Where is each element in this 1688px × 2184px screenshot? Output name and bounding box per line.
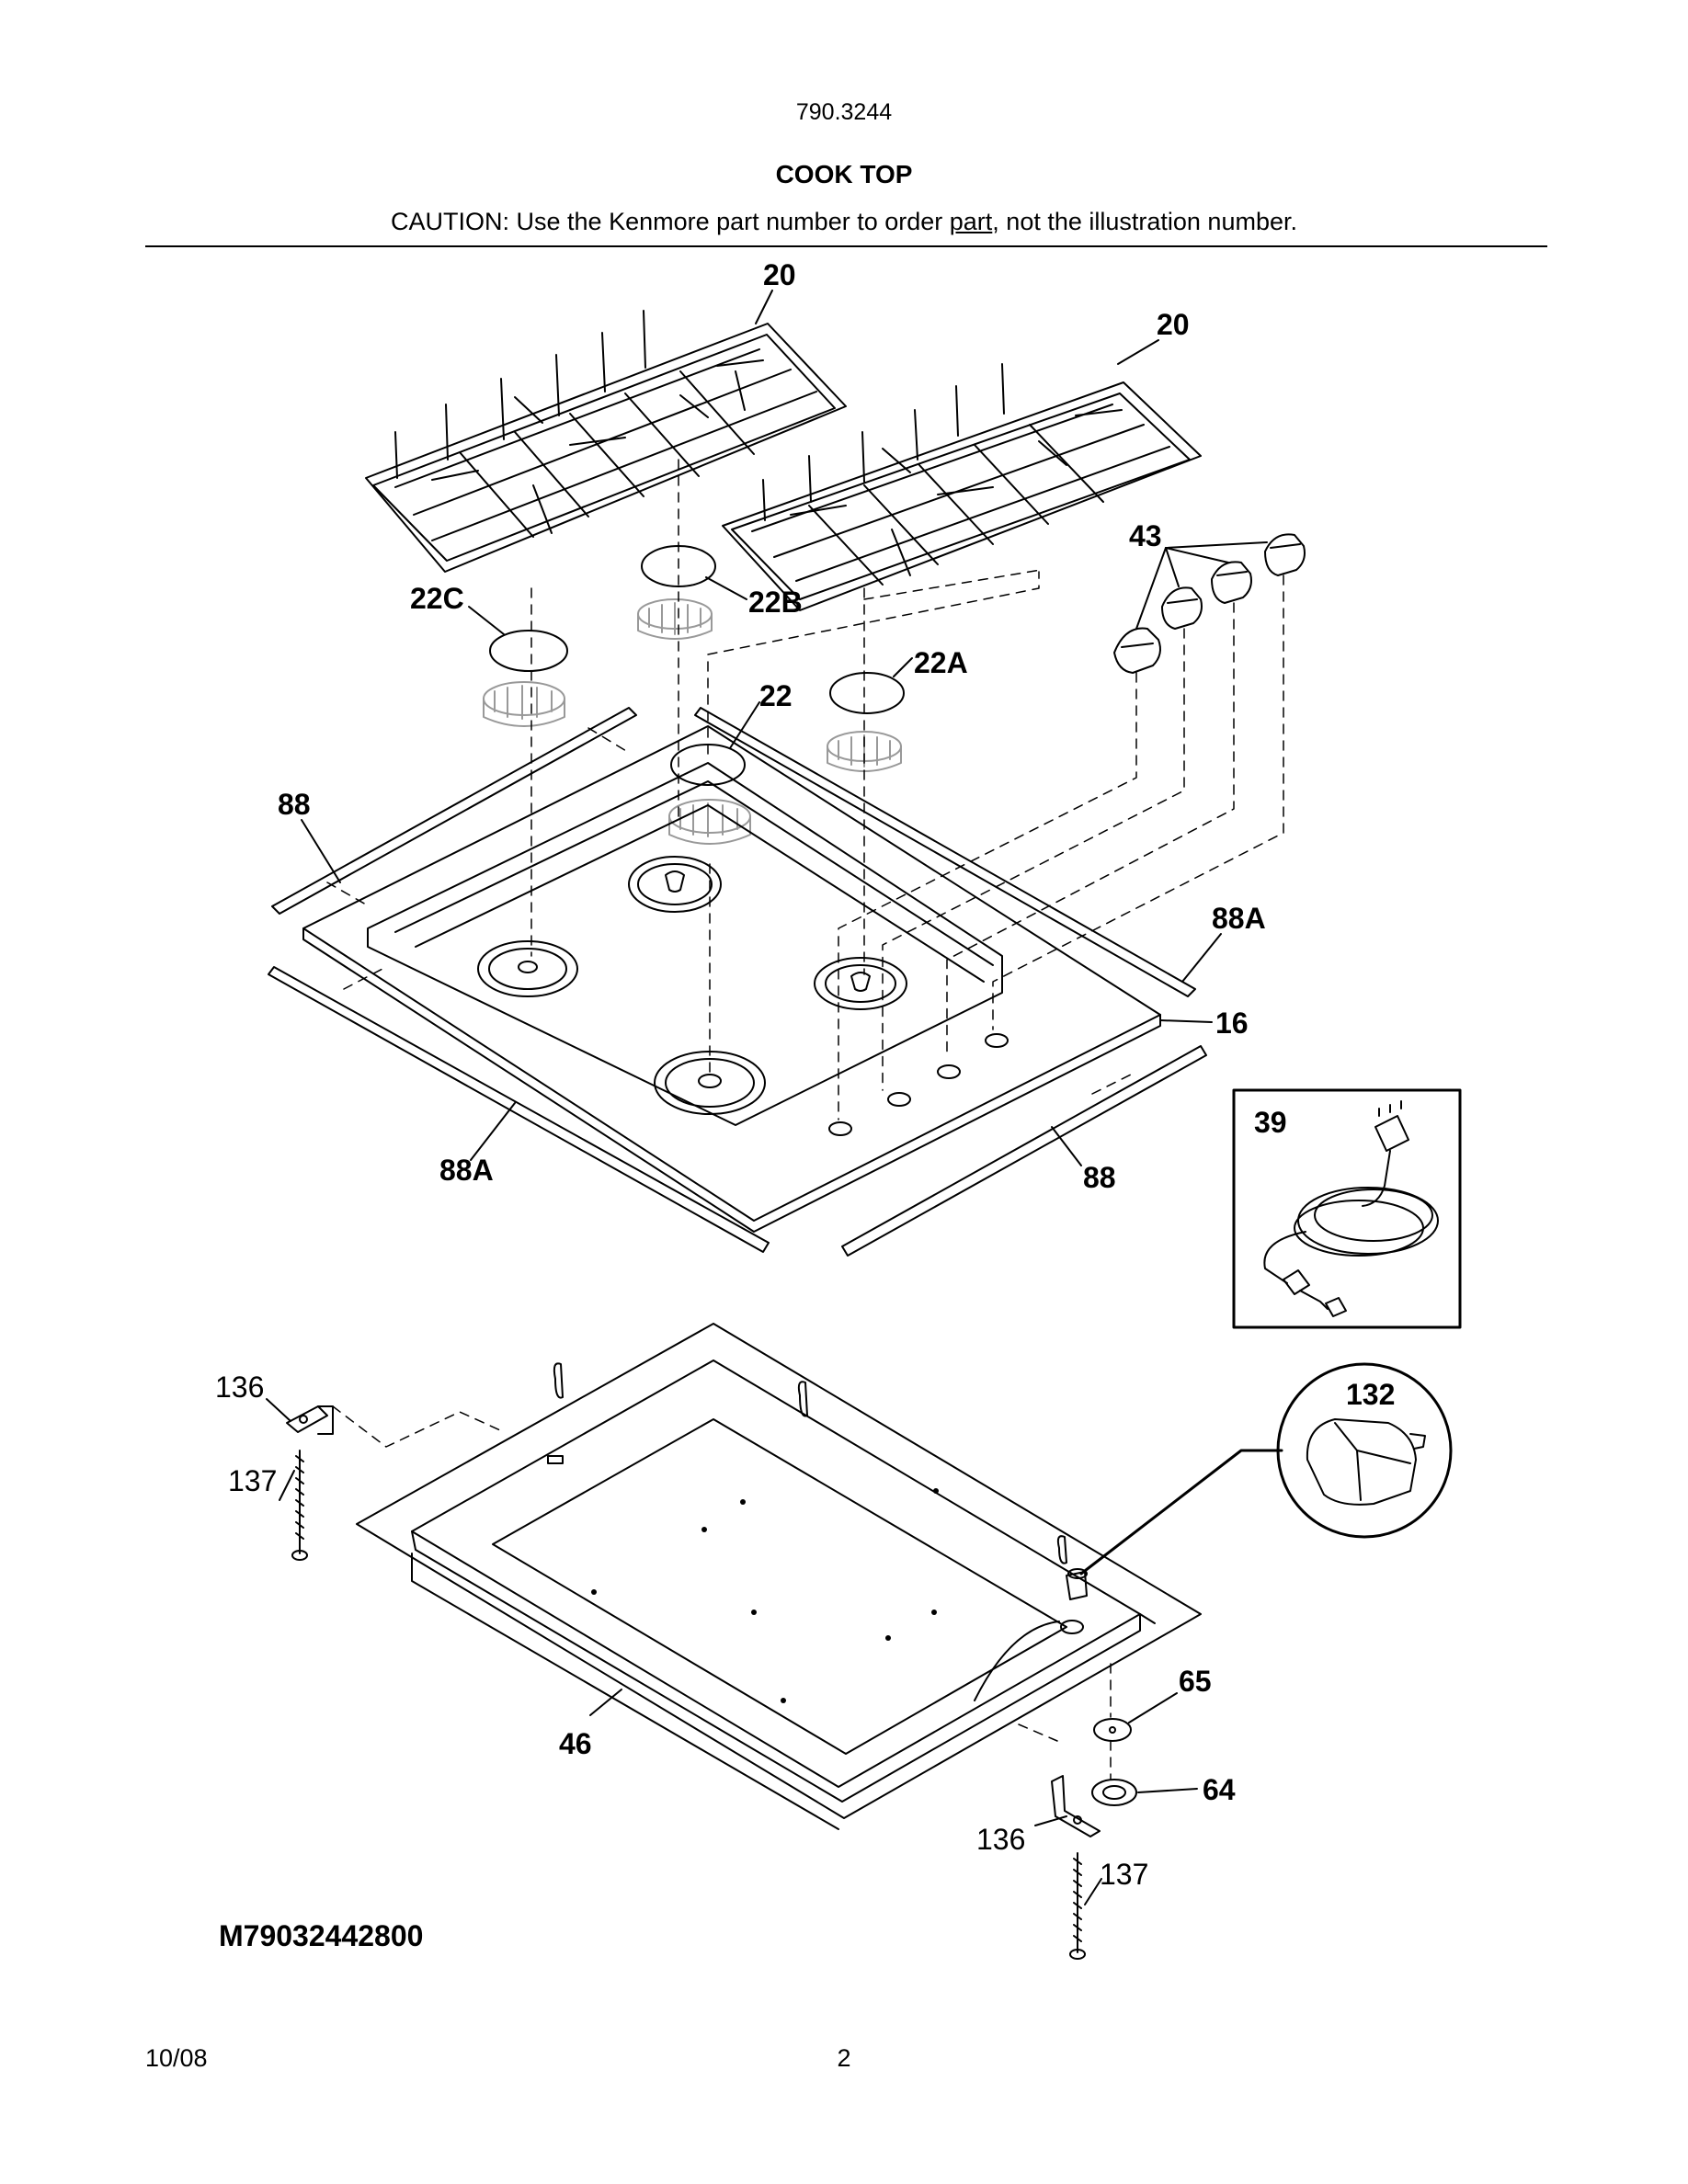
grommet-65 [1093,1718,1132,1742]
bracket-136-top [286,1405,334,1435]
leader-64 [1137,1788,1198,1793]
callout-43: 43 [1129,519,1162,552]
callout-16: 16 [1215,1007,1249,1040]
leader-43 [1135,541,1268,630]
leader-136-bottom [1034,1815,1067,1826]
power-cord-box [1232,1088,1462,1329]
strip-88-rear-left [271,707,637,915]
caution-note: CAUTION: Use the Kenmore part number to … [0,208,1688,236]
callout-22c: 22C [410,582,464,615]
callout-136-top: 136 [215,1371,264,1404]
callout-64: 64 [1203,1773,1236,1806]
bracket-136-bottom [1051,1775,1101,1837]
grommet-dashes [1018,1663,1112,1780]
callout-22b: 22B [748,586,803,619]
strip-dashes [326,727,1134,1095]
leader-46 [589,1689,622,1716]
leader-88-right [1051,1126,1082,1166]
callout-22: 22 [759,679,793,712]
leader-22 [729,701,760,749]
knob-holes [828,1033,1009,1136]
knob-3 [1211,561,1252,604]
leader-137-top [279,1470,295,1501]
burner-alignment-lines [530,459,1042,1076]
callout-137-top: 137 [228,1464,277,1497]
strip-88a-rear-right [694,707,1196,997]
knob-shafts [838,574,1284,1120]
burner-head-22c [483,681,565,727]
footer-date: 10/08 [145,2044,208,2072]
leader-88-left [301,819,341,883]
burner-head-22b [637,598,713,640]
power-cord-illustration [1263,1100,1439,1317]
callout-39: 39 [1254,1106,1287,1139]
page-number: 2 [837,2044,851,2072]
callout-65: 65 [1179,1665,1212,1698]
knob-4 [1264,533,1306,576]
caution-text-after: , not the illustration number. [992,208,1297,235]
burner-box-holes [591,1488,939,1703]
grate-right [722,363,1202,611]
caution-link-part: part [949,208,993,235]
leader-20-right [1117,339,1159,365]
burner-ring-front-right [654,1051,766,1115]
bracket-top-dashed-path [332,1405,501,1448]
callout-88-left: 88 [278,788,311,821]
cap-22c [489,630,568,672]
knob-1 [1113,627,1161,674]
callout-136-bottom: 136 [976,1823,1025,1856]
leader-137-bottom [1084,1878,1102,1905]
leader-88a-left [470,1102,516,1161]
burner-box-connector [1060,1568,1088,1634]
header-rule [145,245,1547,247]
callout-88-right: 88 [1083,1161,1116,1194]
leader-22c [468,606,505,635]
knob-2 [1161,586,1203,630]
leader-136-top [266,1398,291,1422]
leader-20-left [755,290,773,324]
burner-box [356,1323,1202,1830]
callout-88a-left: 88A [439,1154,494,1187]
strip-88a-front-left [268,966,770,1253]
cooktop-panel [302,725,1161,1233]
screw-137-bottom [1069,1852,1086,1960]
strip-88-front-right [841,1045,1207,1257]
grate-left [365,310,847,573]
leader-22b [705,576,747,600]
grommet-64 [1091,1779,1137,1806]
page-title: COOK TOP [775,160,913,188]
model-number: 790.3244 [795,99,893,125]
callout-137-bottom: 137 [1100,1858,1148,1891]
leader-88a-right [1181,933,1222,983]
callout-20-right: 20 [1157,308,1190,341]
connector-detail-circle [1276,1362,1453,1539]
callout-132: 132 [1346,1378,1395,1411]
cap-22a [829,672,905,714]
leader-65 [1128,1692,1178,1723]
callout-46: 46 [559,1727,592,1760]
burner-ring-front-left [477,940,578,997]
callout-22a: 22A [914,646,968,679]
caution-text-before: CAUTION: Use the Kenmore part number to … [391,208,950,235]
leader-22a [893,657,913,677]
diagram-code: M79032442800 [219,1919,424,1952]
burner-ring-rear-left [628,856,722,913]
leader-132 [1079,1449,1283,1575]
leader-16 [1159,1019,1213,1023]
callout-88a-right: 88A [1212,902,1266,935]
callout-20-left: 20 [763,258,796,291]
screw-137-top [291,1450,308,1561]
control-knobs [1113,533,1306,674]
burner-ring-rear-right [814,957,907,1010]
